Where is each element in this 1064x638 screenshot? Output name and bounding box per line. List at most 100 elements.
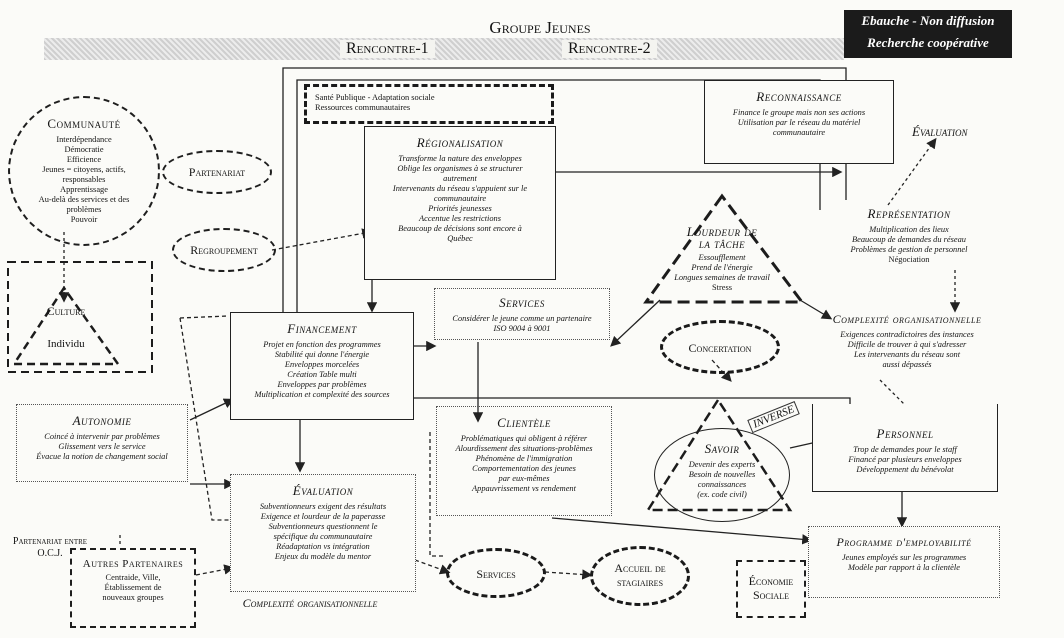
lourdeur-title-1: Lourdeur de [686, 224, 758, 239]
link-clientele-bottom [429, 432, 445, 557]
partenariat-ocj-label: Partenariat entre O.C.J. [0, 536, 100, 560]
individu-label: Individu [47, 338, 85, 350]
personnel-lines: Trop de demandes pour le staff Financé p… [813, 445, 997, 475]
sante-node: Santé Publique - Adaptation sociale Ress… [304, 84, 554, 124]
link-lourdeur-services [610, 299, 661, 347]
communaute-line: Efficience [66, 155, 102, 164]
communaute-node: Communauté Interdépendance Démocratie Ef… [8, 96, 160, 246]
financement-line: Projet en fonction des programmes [263, 340, 381, 349]
savoir-node: Savoir Devenir des experts Besoin de nou… [654, 428, 790, 522]
financement-line: Multiplication et complexité des sources [254, 390, 390, 399]
representation-lines: Multiplication des lieux Beaucoup de dem… [834, 225, 984, 255]
complexite-bottom-label: Complexité organisationnelle [242, 596, 378, 610]
financement-title: Financement [287, 321, 357, 336]
accueil-line-1: Accueil de [614, 561, 666, 575]
link-evaluation-services [414, 559, 451, 575]
culture-triangle [11, 285, 121, 366]
complexite-right-title: Complexité organisationnelle [832, 312, 982, 326]
services-box-title: Services [499, 295, 545, 310]
culture-frame [7, 261, 153, 373]
autres-title: Autres Partenaires [82, 558, 184, 570]
header-band [44, 38, 844, 60]
communaute-line: Apprentissage [60, 185, 108, 194]
link-dashed-left-lower [179, 317, 232, 521]
link-representation-evaluation [887, 137, 937, 206]
regroupement-node: Regroupement [172, 228, 276, 272]
autres-line: nouveaux groupes [102, 593, 164, 602]
evaluation-center-line: spécifique du communautaire [273, 532, 373, 541]
regionalisation-line: Oblige les organismes à se structurer [397, 164, 523, 173]
financement-lines: Projet en fonction des programmes Stabil… [231, 340, 413, 400]
communaute-line: Jeunes = citoyens, actifs, [42, 165, 126, 174]
communaute-line: Interdépendance [56, 135, 112, 144]
badge-line-2: Recherche coopérative [867, 35, 989, 50]
link-lourdeur-complexite [799, 299, 833, 320]
complexite-right-line: Difficile de trouver à qui s'adresser [847, 340, 967, 349]
services-box-line: ISO 9004 à 9001 [493, 324, 551, 333]
complexite-right-node: Complexité organisationnelle Exigences c… [822, 312, 992, 382]
header-title: Groupe Jeunes [489, 18, 591, 37]
partenariat-ocj-line-1: Partenariat entre [12, 536, 88, 547]
evaluation-center-node: Évaluation Subventionneurs exigent des r… [230, 474, 416, 592]
savoir-line: (ex. code civil) [697, 490, 747, 499]
clientele-line: Phénomène de l'immigration [475, 454, 573, 463]
evaluation-center-lines: Subventionneurs exigent des résultats Ex… [231, 502, 415, 562]
rencontre-1-label: Rencontre-1 [340, 40, 435, 58]
link-autres-evaluation [195, 564, 235, 576]
financement-node: Financement Projet en fonction des progr… [230, 312, 414, 420]
sante-line: Santé Publique - Adaptation sociale [315, 93, 435, 102]
reconnaissance-line: Finance le groupe mais non ses actions [732, 108, 866, 117]
autres-partenaires-node: Autres Partenaires Centraide, Ville, Éta… [70, 548, 196, 628]
reconnaissance-title: Reconnaissance [756, 89, 842, 104]
sante-lines: Santé Publique - Adaptation sociale Ress… [315, 93, 543, 113]
accueil-line-2: stagiaires [616, 575, 664, 589]
communaute-title: Communauté [47, 116, 121, 131]
partenariat-node: Partenariat [162, 150, 272, 194]
financement-line: Enveloppes par problèmes [277, 380, 367, 389]
complexite-right-line: Exigences contradictoires des instances [840, 330, 974, 339]
lourdeur-line: Essoufflement [698, 253, 746, 262]
financement-line: Création Table multi [287, 370, 357, 379]
financement-line: Stabilité qui donne l'énergie [274, 350, 370, 359]
evaluation-right-label: Évaluation [912, 124, 968, 139]
clientele-node: Clientèle Problématiques qui obligent à … [436, 406, 612, 516]
reconnaissance-line: Utilisation par le réseau du matériel [737, 118, 861, 127]
services-oval-node: Services [446, 548, 546, 598]
representation-line: Beaucoup de demandes du réseau [852, 235, 966, 244]
culture-label: Culture [46, 304, 86, 318]
evaluation-center-title: Évaluation [292, 483, 354, 498]
concertation-node: Concertation [660, 320, 780, 374]
evaluation-center-line: Réadaptation vs intégration [276, 542, 370, 551]
autonomie-title: Autonomie [72, 413, 132, 428]
economie-line-1: Économie [748, 574, 794, 588]
link-regroupement-regionalisation [271, 228, 373, 251]
autonomie-line: Coincé à intervenir par problèmes [44, 432, 160, 441]
link-autonomie-financement [189, 398, 235, 421]
regionalisation-line: communautaire [433, 194, 487, 203]
lourdeur-triangle [643, 193, 806, 304]
reconnaissance-lines: Finance le groupe mais non ses actions U… [705, 108, 893, 138]
evaluation-center-line: Enjeux du modèle du mentor [274, 552, 372, 561]
programme-line: Modèle par rapport à la clientèle [848, 563, 960, 572]
lourdeur-content: Lourdeur de la tâche Essoufflement Prend… [652, 224, 792, 293]
representation-extra: Négociation [888, 255, 930, 264]
personnel-line: Développement du bénévolat [856, 465, 954, 474]
regionalisation-line: Accentue les restrictions [418, 214, 502, 223]
evaluation-center-line: Subventionneurs exigent des résultats [259, 502, 387, 511]
reconnaissance-node: Reconnaissance Finance le groupe mais no… [704, 80, 894, 164]
link-concertation [711, 359, 732, 382]
clientele-line: Alourdissement des situations-problèmes [455, 444, 593, 453]
regionalisation-node: Régionalisation Transforme la nature des… [364, 126, 556, 280]
programme-title: Programme d'employabilité [836, 535, 972, 549]
programme-node: Programme d'employabilité Jeunes employé… [808, 526, 1000, 598]
programme-lines: Jeunes employés sur les programmes Modèl… [809, 553, 999, 573]
regionalisation-line: Priorités jeunesses [428, 204, 492, 213]
services-box-node: Services Considérer le jeune comme un pa… [434, 288, 610, 340]
regroupement-label: Regroupement [190, 243, 258, 257]
regionalisation-line: autrement [443, 174, 477, 183]
evaluation-center-line: Subventionneurs questionnent le [268, 522, 378, 531]
clientele-lines: Problématiques qui obligent à référer Al… [437, 434, 611, 494]
link-services-accueil [544, 569, 593, 580]
regionalisation-line: Transforme la nature des enveloppes [398, 154, 522, 163]
clientele-title: Clientèle [497, 415, 551, 430]
